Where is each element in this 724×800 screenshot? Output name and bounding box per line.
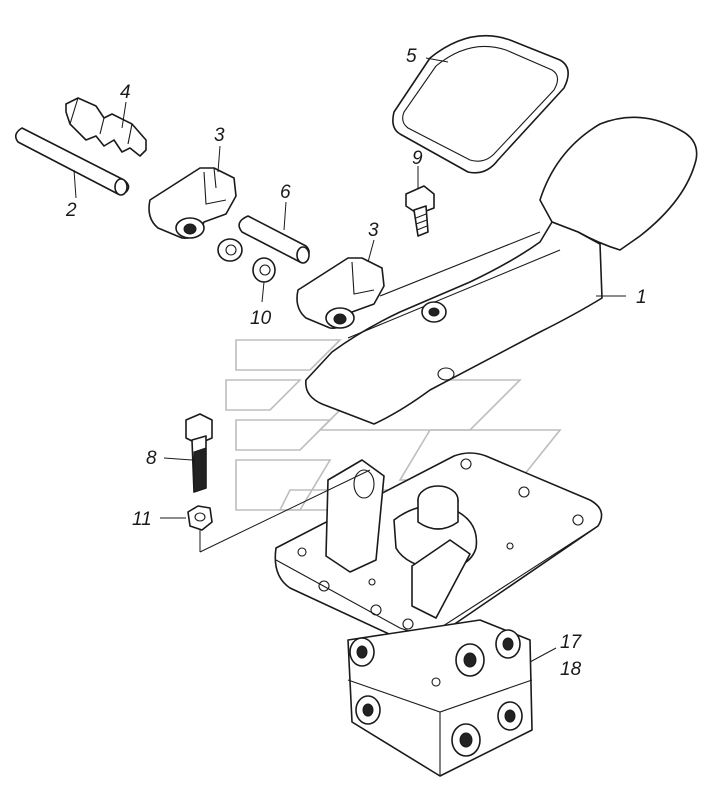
callout-8: 8	[146, 448, 157, 469]
callout-4: 4	[120, 82, 131, 103]
washer-a-part-10	[217, 238, 243, 262]
callout-5: 5	[406, 46, 417, 67]
callout-6: 6	[280, 182, 291, 203]
clip-part-4	[65, 97, 147, 157]
callout-18: 18	[560, 659, 582, 680]
pin-part-2	[14, 127, 130, 196]
leader-lines	[73, 57, 626, 663]
pin-part-6	[238, 215, 310, 264]
valve-plunger-bracket	[325, 459, 478, 619]
washer-b-part-10	[252, 257, 276, 283]
callout-labels: 1 2 3 3 4 5 6 8 9 10 11 17 18	[65, 46, 647, 680]
callout-9: 9	[412, 148, 423, 169]
callout-2: 2	[65, 200, 77, 221]
callout-3-lower: 3	[368, 220, 379, 241]
valve-lower-housing	[347, 619, 533, 777]
pedal-lever-part-1	[305, 116, 698, 425]
callout-3-upper: 3	[214, 125, 225, 146]
callout-17: 17	[560, 632, 583, 653]
callout-10: 10	[250, 308, 272, 329]
bolt-part-9	[405, 185, 435, 237]
lever-fork-part-3-lower	[296, 257, 385, 329]
callout-1: 1	[636, 287, 647, 308]
nut-part-11	[187, 505, 213, 531]
lever-fork-part-3-upper	[148, 167, 237, 239]
callout-11: 11	[132, 509, 152, 530]
pedal-pad-part-5	[392, 34, 569, 174]
bolt-part-8	[185, 413, 213, 493]
